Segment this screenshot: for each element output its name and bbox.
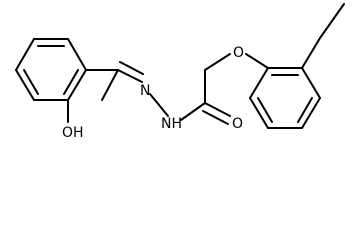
bond — [245, 53, 269, 69]
double-bond — [119, 61, 144, 75]
bond — [67, 69, 87, 101]
double-bond — [117, 69, 143, 83]
bond — [15, 69, 35, 101]
ether-oxygen-label: O — [233, 45, 244, 61]
carbonyl-oxygen-label: O — [232, 116, 243, 132]
structure-diagram: OH N NH O O — [15, 3, 345, 141]
double-bond — [204, 102, 231, 117]
bond — [319, 3, 345, 39]
bond — [67, 38, 87, 71]
hydroxyl-label: OH — [62, 125, 84, 141]
bond — [149, 93, 169, 117]
bond — [301, 97, 321, 129]
aromatic-bond — [297, 97, 313, 123]
bond — [249, 67, 269, 99]
aromatic-bond — [257, 97, 273, 123]
phenol-ring — [15, 38, 87, 101]
double-bond — [202, 110, 229, 125]
toluene-ring — [249, 67, 321, 129]
bond — [180, 102, 206, 121]
bond — [301, 67, 321, 99]
aromatic-bond — [63, 69, 79, 95]
bond — [204, 53, 231, 71]
imine-nitrogen-label: N — [140, 83, 150, 99]
bond — [249, 97, 269, 129]
bond — [15, 38, 35, 71]
molecule-drawing: OH N NH O O — [15, 3, 345, 141]
aromatic-bond — [23, 69, 39, 95]
bond — [101, 69, 119, 101]
amide-nh-label: NH — [161, 116, 182, 132]
bond — [301, 37, 321, 69]
